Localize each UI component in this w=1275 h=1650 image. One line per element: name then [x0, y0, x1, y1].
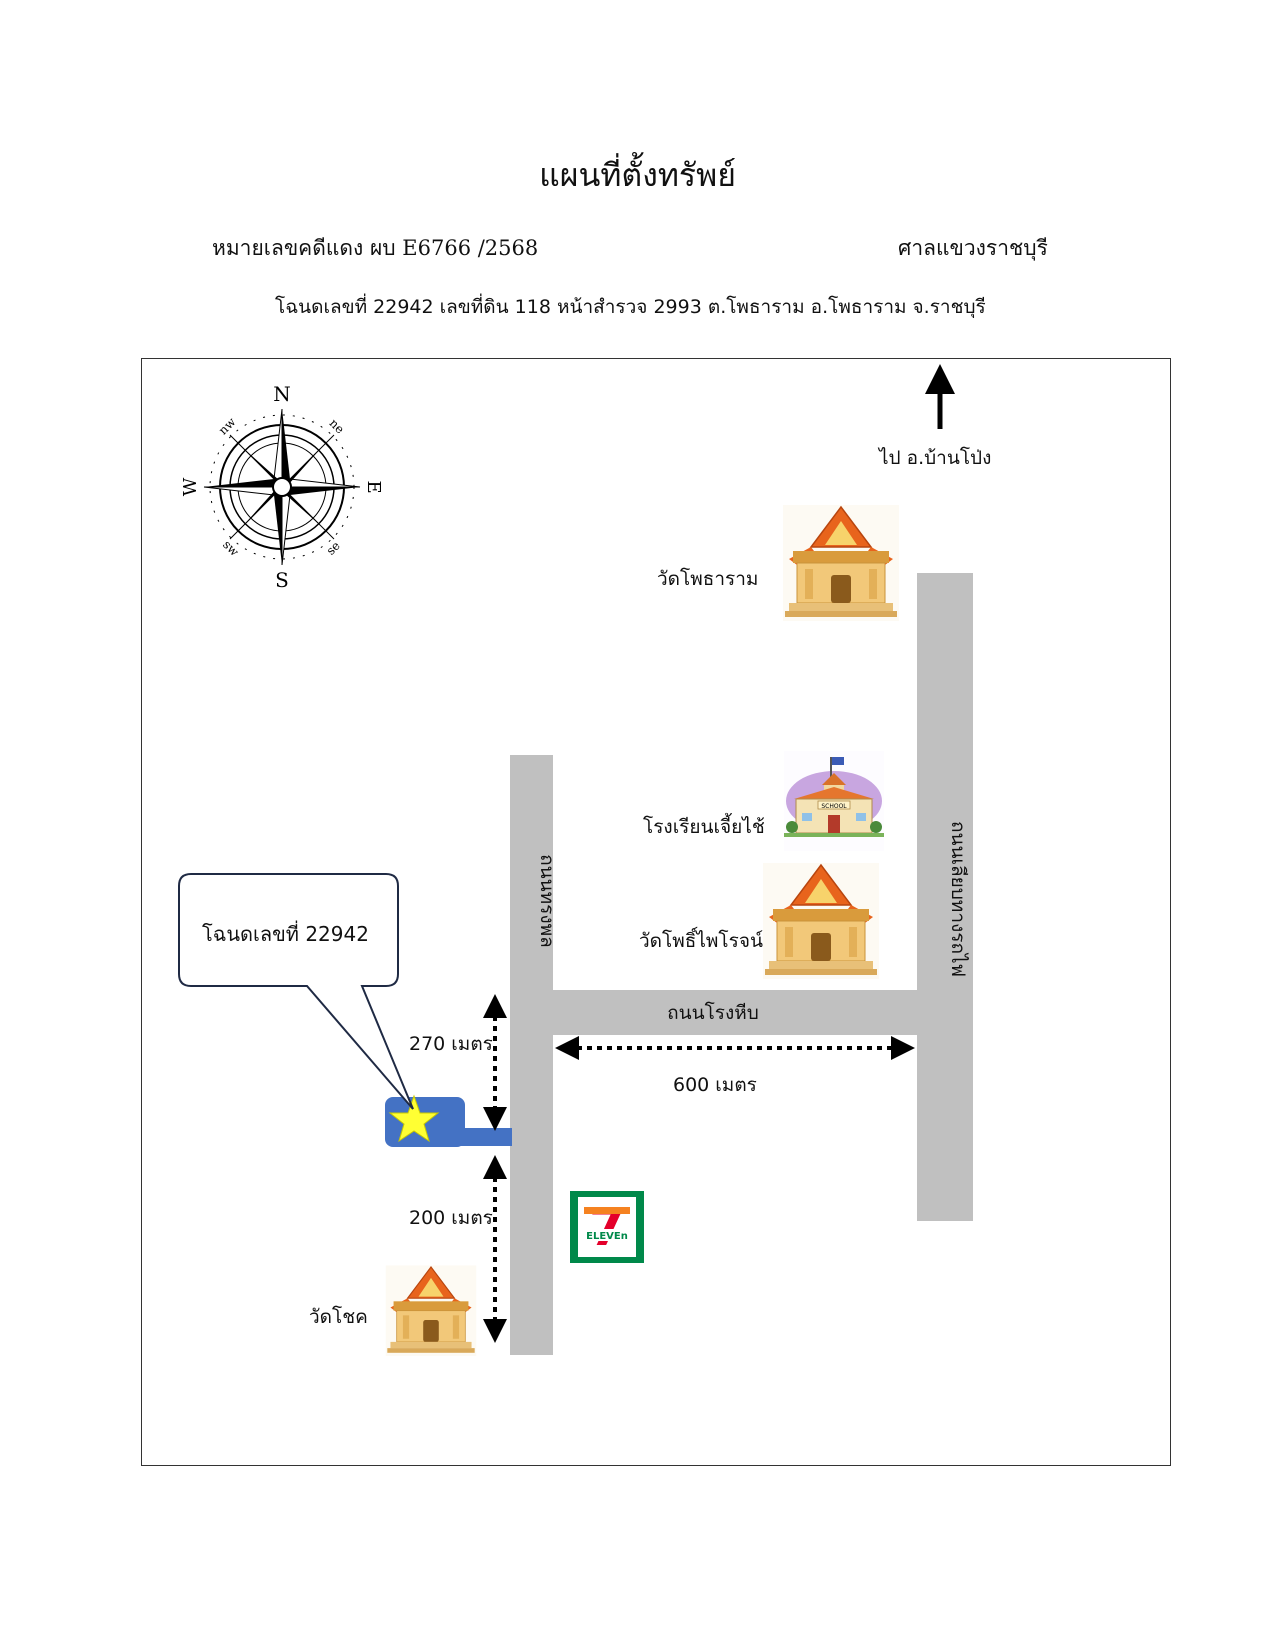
compass-rose: N S E W ne nw se sw — [180, 382, 384, 592]
temple-icon-photharam — [782, 504, 900, 622]
road-label-ronghib: ถนนโรงหีบ — [667, 1001, 759, 1024]
property-access-lane — [456, 1128, 512, 1146]
road-label-railway: ถนนเลียบทางรถไฟ — [947, 821, 969, 977]
callout-bubble — [178, 873, 414, 1110]
school-sign: SCHOOL — [821, 803, 847, 810]
callout-label: โฉนดเลขที่ 22942 — [202, 922, 369, 946]
landmark-school: โรงเรียนเจี้ยไช้ — [643, 813, 765, 838]
page-title: แผนที่ตั้งทรัพย์ — [539, 156, 736, 194]
road-railway — [917, 573, 973, 1221]
map-frame: ถนนทรงพล ถนนโรงหีบ ถนนเลียบทางรถไฟ 270 เ… — [141, 358, 1171, 1466]
distance-label-200: 200 เมตร — [409, 1207, 493, 1229]
landmark-wat-photharam: วัดโพธาราม — [657, 567, 758, 590]
deed-info: โฉนดเลขที่ 22942 เลขที่ดิน 118 หน้าสำรวจ… — [275, 296, 986, 318]
court-name: ศาลแขวงราชบุรี — [898, 236, 1048, 260]
landmark-wat-chok: วัดโชค — [309, 1305, 368, 1328]
store-logo-icon: 7 ELEVEn — [570, 1191, 644, 1263]
temple-icon-pho-phairot — [762, 862, 880, 980]
landmark-wat-pho-phairot: วัดโพธิ์ไพโรจน์ — [639, 926, 763, 952]
direction-label: ไป อ.บ้านโป่ง — [877, 446, 991, 469]
compass-w: W — [180, 477, 201, 496]
compass-e: E — [363, 480, 384, 493]
compass-nw: nw — [216, 414, 239, 437]
distance-label-270: 270 เมตร — [409, 1033, 493, 1055]
compass-n: N — [273, 382, 291, 406]
road-label-songphon: ถนนทรงพล — [536, 854, 558, 948]
school-icon: SCHOOL — [784, 751, 884, 851]
compass-sw: sw — [220, 537, 242, 559]
temple-icon-chok — [385, 1264, 477, 1357]
distance-label-600: 600 เมตร — [673, 1074, 757, 1096]
compass-s: S — [275, 568, 289, 592]
case-number: หมายเลขคดีแดง ผบ E6766 /2568 — [212, 236, 539, 260]
road-ronghib — [553, 990, 918, 1035]
property-star — [388, 1094, 440, 1143]
compass-se: se — [324, 539, 343, 558]
store-name: ELEVEn — [586, 1231, 628, 1242]
road-songphon — [510, 755, 553, 1355]
